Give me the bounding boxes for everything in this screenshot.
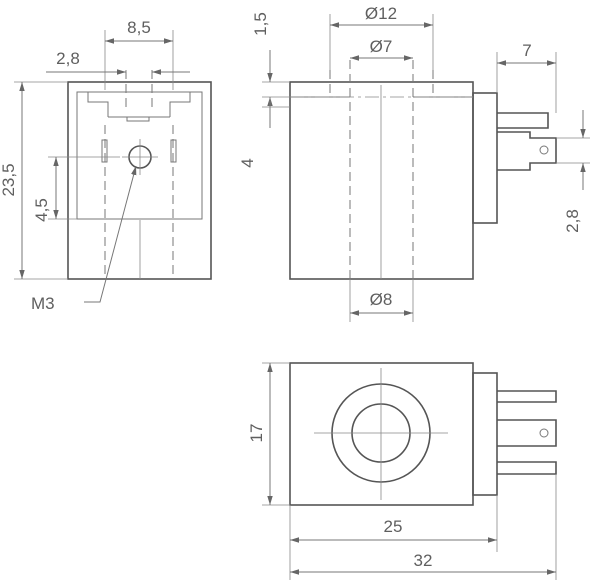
dim-pin-offset: 4	[238, 158, 257, 167]
front-view: 8,5 2,8 23,5 4,5 M3	[0, 18, 212, 313]
dim-dia-inner-top: Ø7	[370, 37, 393, 56]
bottom-view: 17 25 32	[247, 362, 557, 580]
pin-hole	[539, 145, 549, 155]
front-body-outline	[67, 81, 212, 280]
bottom-pin-terminal	[497, 419, 557, 447]
dim-body-width: 25	[384, 517, 403, 536]
dim-dia-outer-top: Ø12	[365, 4, 397, 23]
side-body-outline	[289, 81, 474, 280]
dim-pin-length: 7	[522, 41, 531, 60]
dim-width-top: 8,5	[127, 18, 151, 37]
bottom-pin-lower	[497, 461, 557, 475]
bottom-connector-block	[472, 372, 498, 496]
label-m3: M3	[31, 294, 55, 313]
terminal-block	[87, 92, 191, 117]
pin-terminal	[497, 131, 557, 171]
dim-dia-bottom: Ø8	[370, 290, 393, 309]
front-inner-frame	[76, 91, 203, 220]
dim-pin-spacing: 2,8	[563, 209, 582, 233]
dim-width-left: 2,8	[56, 49, 80, 68]
dim-height-lower: 4,5	[32, 198, 51, 222]
dim-top-offset: 1,5	[251, 12, 270, 36]
connector-block	[472, 92, 498, 224]
dim-bottom-height: 17	[247, 424, 266, 443]
dim-overall-width: 32	[414, 551, 433, 570]
side-view: 1,5 4 Ø12 Ø7 7 2,8 Ø8	[238, 4, 590, 322]
pin-upper	[497, 112, 549, 129]
dim-height-total: 23,5	[0, 163, 18, 196]
bottom-pin-upper	[497, 390, 557, 403]
